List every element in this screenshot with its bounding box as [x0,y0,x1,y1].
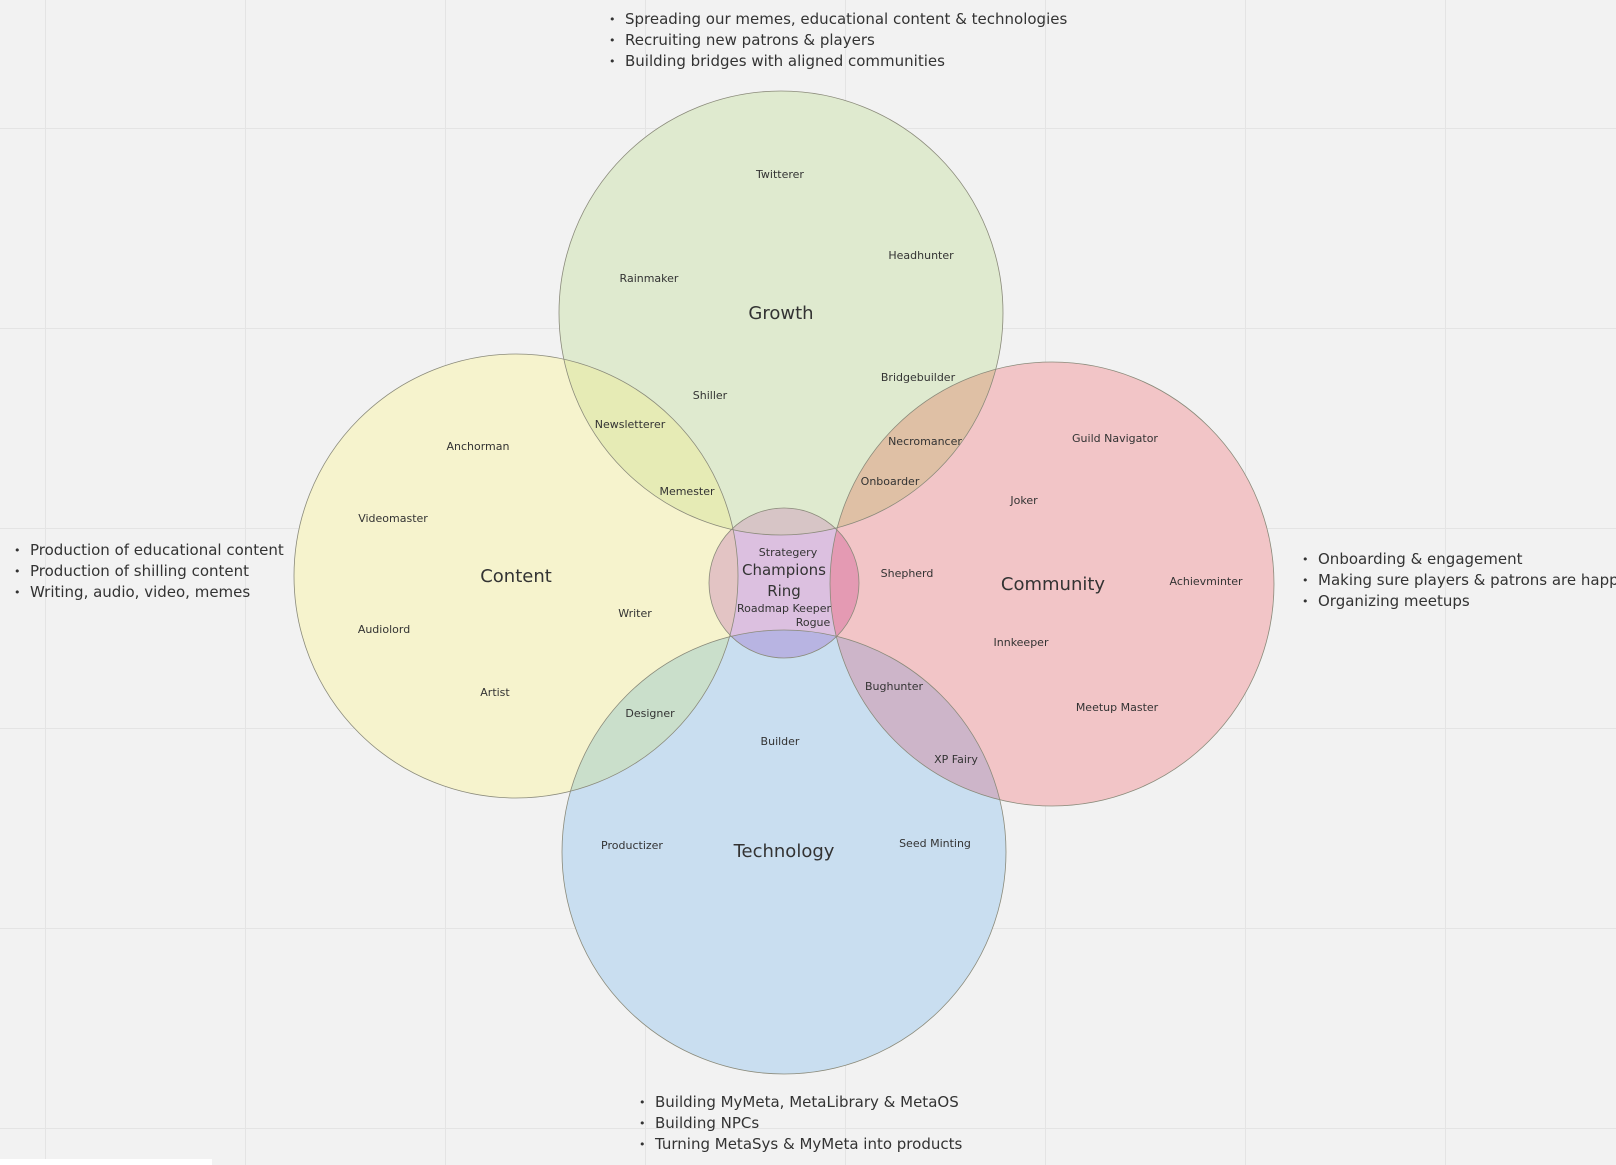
role-label: Innkeeper [994,636,1049,649]
role-label: Builder [761,735,800,748]
role-label: Newsletterer [595,418,666,431]
content-note: Production of educational content [14,540,284,561]
technology-notes: Building MyMeta, MetaLibrary & MetaOS Bu… [639,1092,962,1155]
role-label: Guild Navigator [1072,432,1158,445]
growth-note: Spreading our memes, educational content… [609,9,1067,30]
role-label: Meetup Master [1076,701,1159,714]
role-label: Necromancer [888,435,962,448]
community-title: Community [1001,574,1106,595]
content-note: Writing, audio, video, memes [14,582,284,603]
community-notes: Onboarding & engagement Making sure play… [1302,549,1616,612]
role-label: XP Fairy [934,753,978,766]
role-label: Joker [1009,494,1038,507]
growth-note: Building bridges with aligned communitie… [609,51,1067,72]
role-label: Videomaster [358,512,428,525]
role-label: Roadmap Keeper [737,602,831,615]
growth-notes: Spreading our memes, educational content… [609,9,1067,72]
role-label: Artist [480,686,510,699]
growth-note: Recruiting new patrons & players [609,30,1067,51]
technology-note: Building MyMeta, MetaLibrary & MetaOS [639,1092,962,1113]
role-label: Memester [659,485,715,498]
community-outline [829,361,1275,807]
content-note: Production of shilling content [14,561,284,582]
role-label: Strategery [759,546,818,559]
role-label: Rogue [796,616,831,629]
role-label: Anchorman [446,440,509,453]
role-label: Rainmaker [620,272,679,285]
role-label: Productizer [601,839,663,852]
role-label: Achievminter [1169,575,1243,588]
role-label: Audiolord [358,623,410,636]
role-label: Headhunter [888,249,954,262]
community-note: Organizing meetups [1302,591,1616,612]
technology-note: Building NPCs [639,1113,962,1134]
content-notes: Production of educational content Produc… [14,540,284,603]
bottom-toolbar-strip [0,1159,212,1165]
technology-outline [561,629,1007,1075]
role-label: Shepherd [881,567,934,580]
champions-outline [708,507,860,659]
role-label: Designer [625,707,675,720]
champions-title: Ring [767,582,801,600]
champions-title: Champions [742,561,826,579]
content-title: Content [480,566,552,587]
role-label: Writer [618,607,652,620]
community-note: Onboarding & engagement [1302,549,1616,570]
role-label: Twitterer [755,168,804,181]
role-label: Seed Minting [899,837,971,850]
technology-note: Turning MetaSys & MyMeta into products [639,1134,962,1155]
growth-title: Growth [748,303,813,324]
role-label: Bughunter [865,680,923,693]
champions-ring-circle[interactable] [709,508,859,658]
community-note: Making sure players & patrons are happy [1302,570,1616,591]
role-label: Bridgebuilder [881,371,956,384]
technology-title: Technology [733,841,835,862]
content-growth-overlap [559,354,738,535]
growth-outline [558,90,1004,536]
role-label: Onboarder [861,475,920,488]
content-outline [293,353,739,799]
role-label: Shiller [693,389,728,402]
